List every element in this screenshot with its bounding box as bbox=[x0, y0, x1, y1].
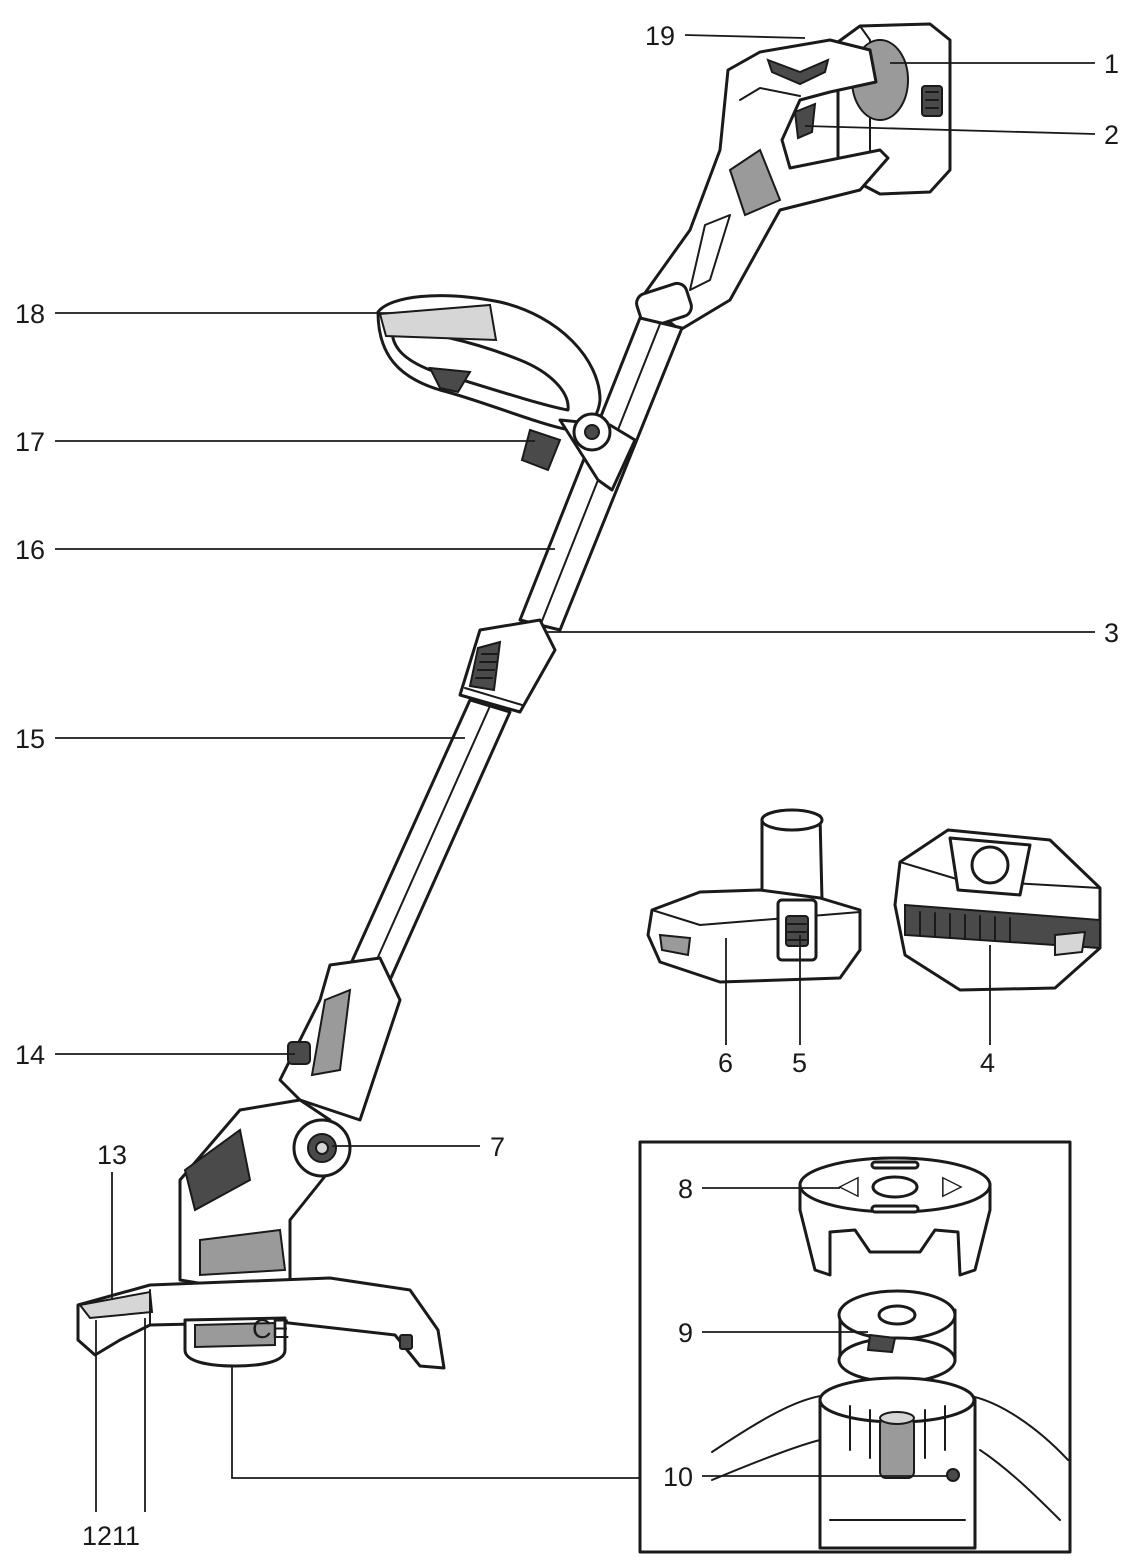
spool-cover-arrow-right: ▷ bbox=[942, 1170, 963, 1200]
spool-cover-arrow-left: ◁ bbox=[838, 1170, 859, 1200]
string-trimmer-illustration: CE bbox=[76, 22, 952, 1370]
spool-detail-inset: ◁ ▷ bbox=[638, 1140, 1072, 1554]
leader-inset-connector bbox=[231, 1366, 640, 1479]
callout-19: 19 bbox=[645, 21, 675, 51]
callout-10: 10 bbox=[663, 1462, 693, 1492]
shaft-collar bbox=[458, 618, 557, 714]
callout-17: 17 bbox=[15, 427, 45, 457]
callout-1: 1 bbox=[1104, 49, 1119, 79]
leader-2 bbox=[804, 125, 1096, 135]
lower-shaft bbox=[346, 698, 512, 982]
callout-3: 3 bbox=[1104, 618, 1119, 648]
callout-7: 7 bbox=[490, 1132, 505, 1162]
callout-5: 5 bbox=[792, 1048, 807, 1078]
spool-cover: ◁ ▷ bbox=[798, 1156, 992, 1277]
battery-pack bbox=[646, 808, 862, 984]
callout-9: 9 bbox=[678, 1318, 693, 1348]
callout-4: 4 bbox=[980, 1048, 995, 1078]
callout-13: 13 bbox=[97, 1140, 127, 1170]
upper-handle bbox=[635, 38, 890, 332]
callout-11: 11 bbox=[112, 1521, 140, 1551]
spool-housing bbox=[711, 1376, 1069, 1550]
callout-numbers: 1 2 3 4 5 6 7 8 9 10 12 11 13 14 15 16 1… bbox=[15, 21, 1119, 1551]
callout-12: 12 bbox=[82, 1521, 112, 1551]
motor-housing bbox=[178, 956, 402, 1292]
leader-19 bbox=[684, 34, 806, 39]
guard-ce-mark: CE bbox=[252, 1314, 290, 1344]
line-spool bbox=[837, 1289, 957, 1384]
callout-2: 2 bbox=[1104, 120, 1119, 150]
guard: CE bbox=[76, 1276, 446, 1370]
callout-16: 16 bbox=[15, 535, 45, 565]
callout-14: 14 bbox=[15, 1040, 45, 1070]
callout-18: 18 bbox=[15, 299, 45, 329]
leader-lines bbox=[55, 34, 1096, 1512]
callout-8: 8 bbox=[678, 1174, 693, 1204]
battery-charger bbox=[893, 828, 1102, 992]
callout-6: 6 bbox=[718, 1048, 733, 1078]
callout-15: 15 bbox=[15, 724, 45, 754]
auxiliary-handle bbox=[376, 294, 637, 492]
